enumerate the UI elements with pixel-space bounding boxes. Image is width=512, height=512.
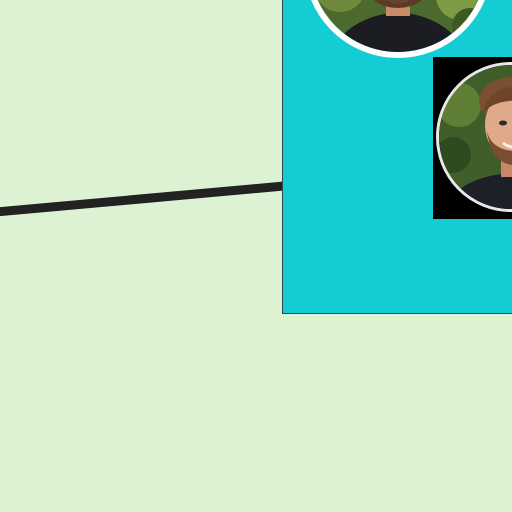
- profile-avatar-card[interactable]: [433, 57, 512, 219]
- avatar-ring: [436, 62, 512, 212]
- person-photo-icon: [439, 65, 512, 209]
